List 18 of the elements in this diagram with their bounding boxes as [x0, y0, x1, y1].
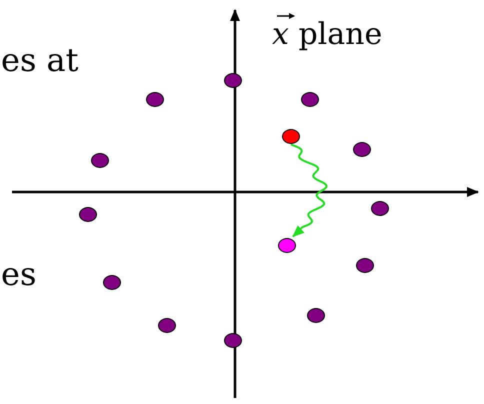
- dot: [307, 308, 325, 322]
- dot: [282, 128, 300, 144]
- dot: [371, 200, 389, 216]
- dot: [158, 318, 176, 332]
- text-label: es: [1, 258, 36, 290]
- dot: [301, 92, 319, 106]
- text-label: es at: [1, 44, 78, 76]
- text-label: x plane: [272, 20, 382, 50]
- dot: [146, 92, 164, 106]
- dot: [79, 206, 97, 222]
- dot: [353, 142, 371, 156]
- dot: [278, 238, 296, 252]
- dot: [224, 72, 242, 88]
- wavy-arrow: [290, 144, 328, 238]
- dot: [356, 258, 374, 272]
- dot: [91, 152, 109, 168]
- dot: [224, 332, 242, 348]
- dot: [103, 274, 121, 290]
